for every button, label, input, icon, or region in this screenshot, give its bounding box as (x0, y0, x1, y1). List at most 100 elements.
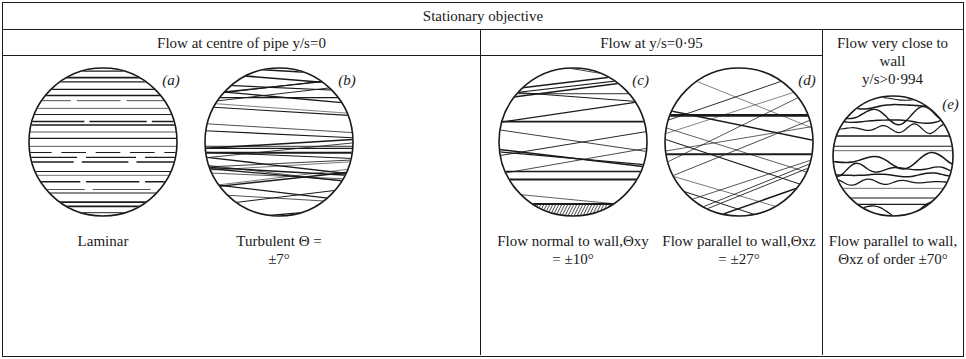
streak-line (27, 131, 179, 132)
wall-hatch (507, 204, 514, 218)
streak-photo (495, 64, 651, 220)
wall-hatch (516, 204, 523, 218)
streak-line (831, 179, 955, 185)
wall-hatch (501, 204, 508, 218)
streak-line (27, 70, 179, 71)
wall-hatch (519, 204, 526, 218)
photo-circle: (d) Flow parallel to wall,Θxz = ±27° (661, 64, 847, 268)
streak-line (495, 123, 651, 164)
streak-line (27, 212, 179, 213)
wall-hatch (504, 204, 511, 218)
streak-line (201, 79, 357, 108)
streak-group (831, 96, 955, 220)
panel-letter: (c) (632, 71, 649, 89)
streak-line (201, 163, 357, 193)
streak-photo (661, 64, 817, 220)
wall-hatch (642, 204, 649, 218)
wall-hatch (513, 204, 520, 218)
streak-line (27, 205, 179, 207)
streak-group (27, 71, 179, 213)
streak-line (663, 153, 815, 155)
panel-caption: Flow parallel to wall,Θxz = ±27° (659, 232, 819, 268)
streak-line (203, 146, 355, 147)
streak-line (831, 116, 955, 124)
streak-line (495, 188, 651, 204)
wall-hatch (498, 204, 505, 218)
streak-line (661, 149, 817, 220)
streak-line (203, 97, 355, 98)
streak-line (201, 128, 357, 140)
streak-line (495, 203, 651, 204)
wall-hatch (627, 204, 634, 218)
streak-line (495, 73, 651, 105)
streak-photo (201, 64, 357, 220)
wall-hatch (555, 204, 562, 218)
wall-hatch (528, 204, 535, 218)
wall-hatch (615, 204, 622, 218)
photo-circle: (b)Turbulent Θ = ±7° (201, 64, 387, 268)
wall-hatch (621, 204, 628, 218)
streak-line (203, 148, 355, 149)
streak-line (831, 124, 955, 134)
streak-line (831, 100, 955, 109)
table-heading: Stationary objective (3, 3, 963, 30)
field-outline (833, 96, 953, 216)
streak-line (831, 163, 955, 176)
streak-line (495, 64, 651, 81)
streak-line (661, 170, 817, 220)
column-heading: y/s>0·994 (823, 70, 962, 88)
streak-line (27, 152, 179, 153)
streak-line (495, 87, 651, 106)
streak-line (27, 171, 179, 172)
wall-hatch (537, 204, 544, 218)
panel-letter: (d) (798, 71, 816, 89)
streak-group (201, 64, 357, 220)
streak-line (201, 182, 357, 212)
streak-line (27, 114, 179, 115)
streak-line (497, 93, 649, 94)
wall-hatch (525, 204, 532, 218)
wall-hatch (522, 204, 529, 218)
streak-line (201, 204, 357, 220)
field-outline (665, 68, 813, 216)
streak-line (27, 146, 179, 147)
streak-line (831, 135, 955, 136)
wall-hatch (585, 204, 592, 218)
panel-letter: (a) (162, 71, 180, 89)
streak-line (201, 72, 357, 101)
streak-line (831, 204, 955, 205)
streak-line (201, 164, 357, 186)
panel-caption: Flow parallel to wall, Θxz of order ±70° (828, 232, 958, 268)
column-heading: Flow very close to wall (823, 30, 962, 70)
panel-caption: Laminar (18, 232, 188, 250)
photo-circle: (c)Flow normal to wall,Θxy = ±10° (495, 64, 681, 268)
wall-hatch (549, 204, 556, 218)
streak-line (495, 147, 651, 169)
panel-letter: (b) (338, 71, 356, 89)
streak-line (201, 104, 357, 119)
streak-line (497, 178, 649, 180)
streak-line (661, 167, 817, 220)
streak-line (495, 143, 651, 172)
streak-line (497, 171, 649, 172)
wall-hatch (624, 204, 631, 218)
streak-line (495, 93, 651, 130)
streak-line (27, 124, 179, 126)
wall-hatch (618, 204, 625, 218)
wall-hatch (633, 204, 640, 218)
field-outline (205, 68, 353, 216)
field-outline (29, 68, 177, 216)
wall-hatch (591, 204, 598, 218)
streak-line (27, 157, 179, 158)
streak-photo (25, 64, 181, 220)
streak-line (27, 201, 179, 203)
streak-line (495, 122, 651, 158)
streak-line (27, 138, 179, 139)
streak-line (201, 208, 357, 220)
streak-line (831, 146, 955, 147)
column-heading: Flow at centre of pipe y/s=0 (3, 30, 480, 56)
streak-line (663, 115, 815, 117)
streak-photo (829, 92, 957, 220)
wall-hatch (630, 204, 637, 218)
